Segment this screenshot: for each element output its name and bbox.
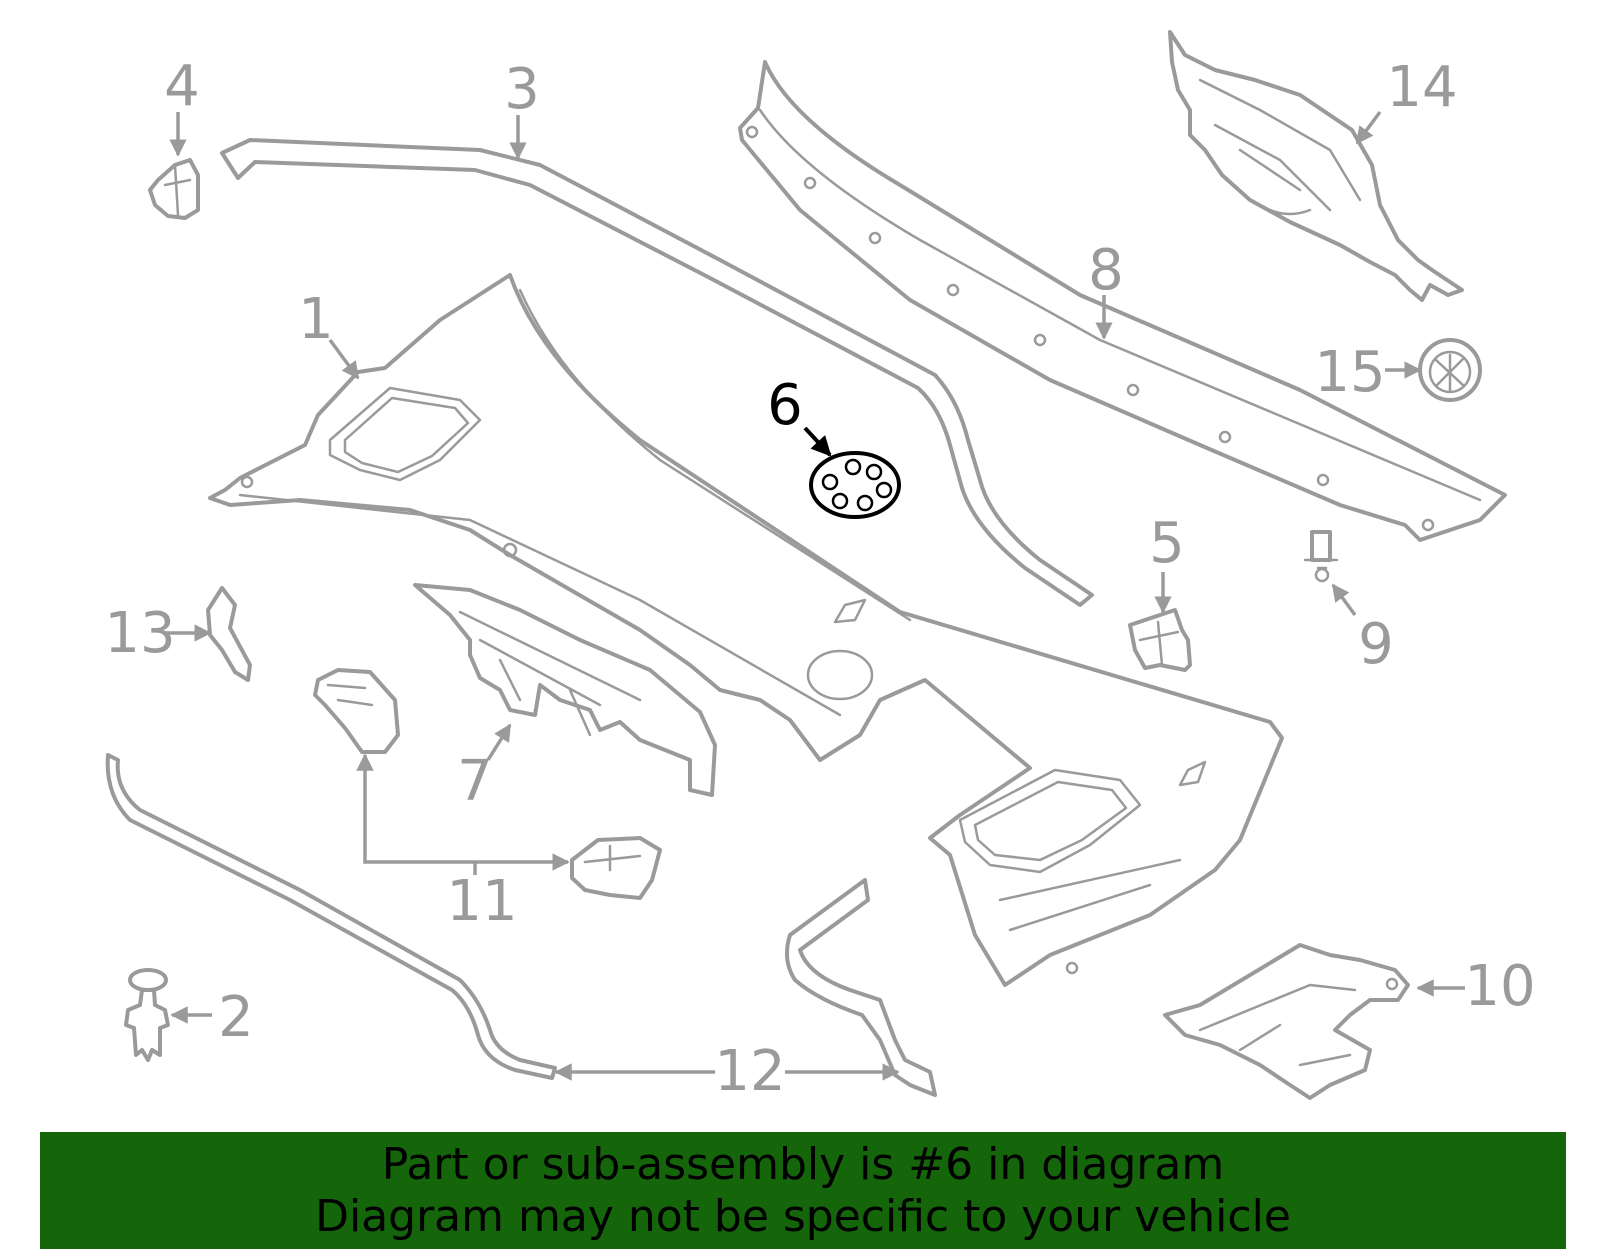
part-10-tray [1163, 943, 1410, 1100]
part-2-clip [124, 968, 170, 1062]
info-banner: Part or sub-assembly is #6 in diagram Di… [40, 1132, 1566, 1249]
callout-2: 2 [218, 985, 254, 1050]
part-9-pin [1303, 530, 1339, 583]
callout-6: 6 [767, 373, 803, 438]
part-7-bracket [413, 583, 717, 797]
part-11-clips [313, 668, 662, 900]
callout-15: 15 [1314, 340, 1385, 405]
leader-7 [486, 723, 512, 761]
callout-10: 10 [1464, 954, 1535, 1019]
callout-12: 12 [714, 1039, 785, 1104]
part-4-clip [148, 158, 200, 220]
callout-8: 8 [1088, 238, 1124, 303]
callout-labels: 4 3 1 14 8 15 6 5 9 13 7 11 2 12 10 [104, 54, 1535, 1104]
part-5-clip [1128, 608, 1192, 672]
callout-4: 4 [164, 54, 200, 119]
leader-9 [1331, 583, 1357, 617]
banner-part-note: Part or sub-assembly is #6 in diagram [381, 1139, 1225, 1190]
callout-14: 14 [1386, 55, 1457, 120]
callout-9: 9 [1358, 612, 1394, 677]
leader-11a [356, 753, 475, 864]
callout-7: 7 [457, 749, 493, 814]
leader-lines [165, 110, 1465, 1081]
leader-6 [803, 426, 832, 457]
part-12-strips [105, 753, 937, 1097]
part-8-cowl-strip [738, 60, 1507, 542]
part-6-plug [809, 451, 901, 519]
leader-1 [328, 338, 360, 380]
callout-13: 13 [104, 601, 175, 666]
callout-1: 1 [298, 287, 334, 352]
callout-5: 5 [1149, 511, 1185, 576]
part-15-grommet [1418, 338, 1482, 402]
callout-3: 3 [504, 57, 540, 122]
part-13-clip [206, 586, 252, 682]
part-1-cowl-panel [208, 273, 1284, 987]
part-3-seal [220, 138, 1094, 607]
leader-14 [1355, 110, 1382, 145]
callout-11: 11 [446, 869, 517, 934]
part-14-insulator [1168, 30, 1464, 302]
banner-disclaimer: Diagram may not be specific to your vehi… [315, 1191, 1291, 1242]
